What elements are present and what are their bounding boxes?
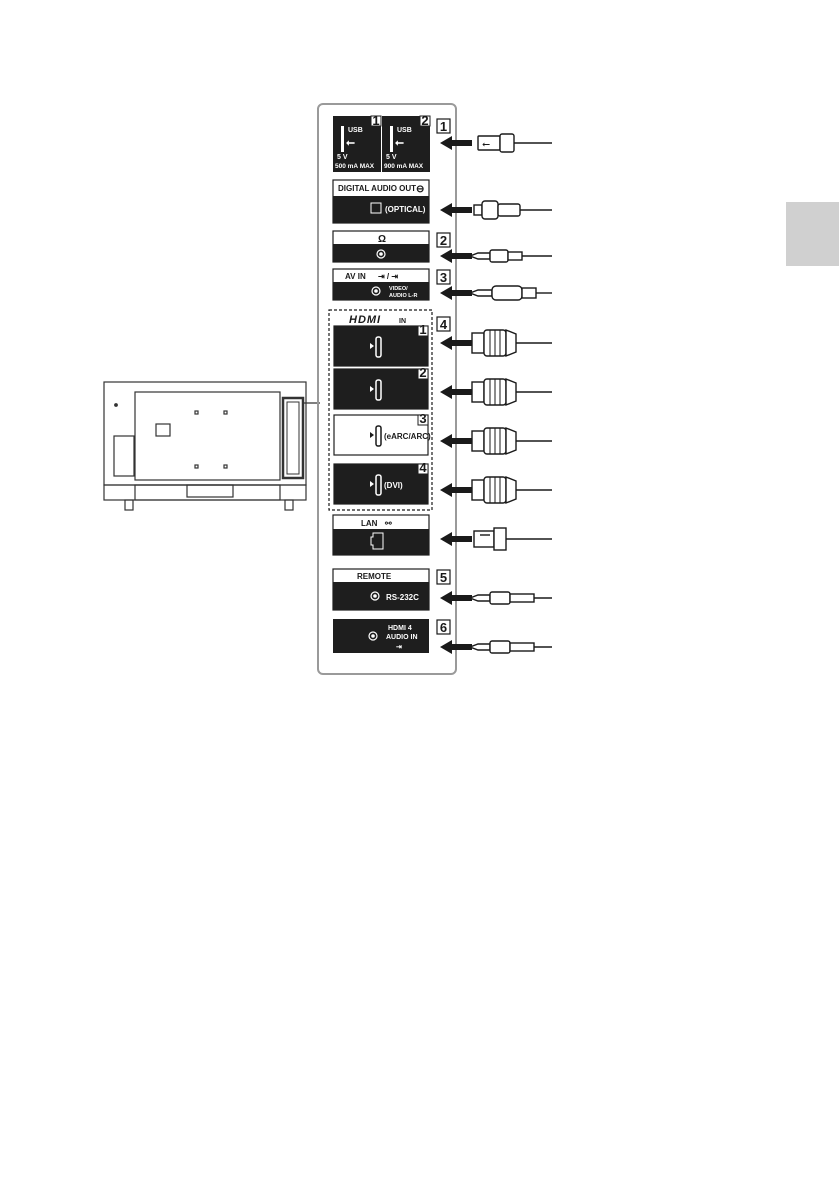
tv-terminal-block [283, 398, 303, 478]
lan-title: LAN [361, 519, 378, 528]
svg-text:⭠: ⭠ [482, 139, 490, 150]
lan-plug [474, 528, 552, 550]
av-in-sub-1: VIDEO/ [389, 286, 408, 292]
audio-out-icon: ⊖ [416, 184, 424, 195]
usb-2-icon: ⭠ [395, 137, 404, 149]
hdmi-logo: HDMI [349, 314, 381, 326]
hdmi4-audio-in-port: HDMI 4 AUDIO IN ⇥ [333, 619, 429, 653]
usb-1-voltage: 5 V [337, 154, 348, 161]
remote-port: REMOTE RS-232C [333, 569, 429, 610]
usb-2-current: 900 mA MAX [384, 163, 424, 170]
digital-audio-out-port: DIGITAL AUDIO OUT ⊖ (OPTICAL) [333, 180, 429, 223]
lan-port: LAN ⚯ [333, 515, 429, 555]
vesa-hole [195, 411, 198, 414]
usb-2-voltage: 5 V [386, 154, 397, 161]
audio-in-plug [470, 641, 552, 653]
callout-4: 4 [440, 317, 448, 332]
tv-power-indicator [115, 404, 118, 407]
digital-audio-sub: (OPTICAL) [385, 205, 426, 214]
tv-stand [104, 485, 306, 500]
av-in-sub-2: AUDIO L-R [389, 293, 417, 299]
hdmi-port-3: 3 (eARC/ARC) [334, 411, 431, 455]
usb-2-title: USB [397, 127, 412, 134]
hdmi-port-1: 1 [334, 322, 428, 366]
hdmi-plug-4 [472, 477, 552, 503]
av-in-port: AV IN ⇥ / ⇥ VIDEO/ AUDIO L-R [333, 269, 429, 300]
audio-in-icon: ⇥ [396, 644, 402, 651]
usb-cable: ⭠ [478, 134, 552, 152]
hdmi4-audio-line-2: AUDIO IN [386, 634, 418, 641]
av-in-title: AV IN [345, 272, 366, 281]
hdmi-logo-suffix: IN [399, 318, 406, 325]
hdmi-plug-2 [472, 379, 552, 405]
remote-title: REMOTE [357, 572, 392, 581]
hdmi-port-4: 4 (DVI) [334, 460, 428, 504]
tv-left-foot [125, 500, 133, 510]
tv-stand-bar [135, 485, 280, 500]
vesa-hole [224, 465, 227, 468]
av-in-icons: ⇥ / ⇥ [378, 272, 398, 281]
av-plug [470, 286, 552, 300]
hdmi-port-label: (eARC/ARC) [384, 432, 431, 441]
rs232c-plug [470, 592, 552, 604]
vesa-hole [195, 465, 198, 468]
usb-2-number: 2 [421, 113, 428, 128]
callout-3: 3 [440, 270, 447, 285]
hdmi-plug-3 [472, 428, 552, 454]
headphone-port: Ω [333, 231, 429, 262]
hdmi-ports: 1 2 3 (eARC/ARC) 4 (DVI) [334, 322, 431, 504]
callout-6: 6 [440, 620, 447, 635]
hdmi-plug-1 [472, 330, 552, 356]
hdmi-plugs [472, 330, 552, 503]
usb-port-2: 2 USB ⭠ 5 V 900 mA MAX [382, 113, 430, 172]
callout-2: 2 [440, 233, 447, 248]
tv-rear-view [104, 382, 320, 510]
usb-port-1: 1 USB ⭠ 5 V 500 mA MAX [333, 113, 381, 172]
tv-stand-foot [187, 485, 233, 497]
digital-audio-title: DIGITAL AUDIO OUT [338, 184, 416, 193]
hdmi-port-number: 4 [419, 460, 427, 475]
network-icon: ⚯ [384, 519, 392, 528]
tv-label-plate [156, 424, 170, 436]
headphone-icon: Ω [378, 234, 386, 245]
usb-1-number: 1 [372, 113, 379, 128]
tv-right-foot [285, 500, 293, 510]
callout-5: 5 [440, 570, 447, 585]
usb-1-icon: ⭠ [346, 137, 355, 149]
callout-1: 1 [440, 119, 447, 134]
usb-1-title: USB [348, 127, 363, 134]
hdmi-in-group: HDMI IN [349, 314, 406, 326]
hdmi4-audio-line-1: HDMI 4 [388, 625, 412, 632]
vesa-hole [224, 411, 227, 414]
optical-cable [474, 201, 552, 219]
tv-left-panel [114, 436, 134, 476]
usb-slot [341, 126, 344, 152]
hdmi-port-2: 2 [334, 365, 428, 409]
hdmi-port-number: 2 [419, 365, 426, 380]
usb-slot [390, 126, 393, 152]
hdmi-port-number: 1 [419, 322, 426, 337]
callouts [437, 119, 450, 634]
usb-1-current: 500 mA MAX [335, 163, 375, 170]
headphone-plug [470, 250, 552, 262]
hdmi-port-label: (DVI) [384, 481, 403, 490]
hdmi-port-number: 3 [419, 411, 426, 426]
remote-sub: RS-232C [386, 593, 419, 602]
